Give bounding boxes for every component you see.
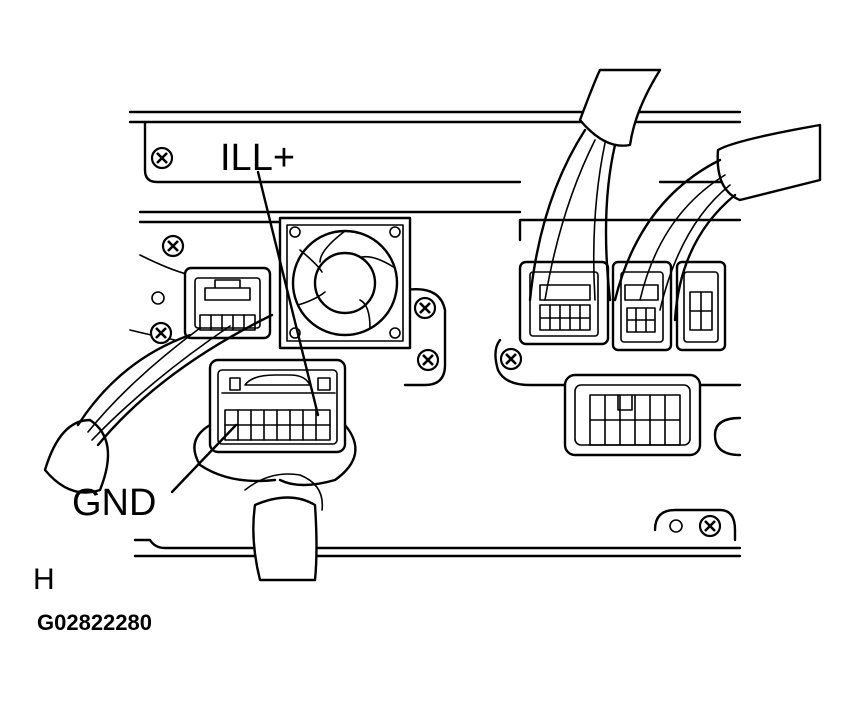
gnd-leader bbox=[170, 423, 238, 494]
connector-right-2 bbox=[611, 260, 673, 352]
connector-main bbox=[208, 358, 347, 454]
ill-plus-label: ILL+ bbox=[220, 137, 295, 179]
screw-fan-right bbox=[413, 296, 437, 320]
screw-fan-bottom bbox=[416, 348, 440, 372]
harness-top-right bbox=[528, 68, 822, 322]
connector-right-1 bbox=[518, 260, 610, 346]
screw-bottom-right bbox=[698, 514, 722, 538]
unit-chassis bbox=[128, 110, 742, 558]
harness-left bbox=[43, 313, 274, 494]
gnd-label: GND bbox=[72, 482, 156, 524]
screw-top-left bbox=[150, 146, 174, 170]
connector-bracket-right bbox=[494, 218, 742, 387]
ill-plus-leader bbox=[256, 170, 320, 417]
connector-right-3 bbox=[675, 260, 727, 352]
fan-icon bbox=[278, 216, 447, 387]
round-port bbox=[713, 416, 742, 457]
figure-code-label: G02822280 bbox=[37, 610, 152, 635]
screw-left-upper bbox=[161, 234, 185, 258]
connector-right-lower bbox=[563, 373, 702, 457]
hole-left bbox=[151, 291, 165, 305]
screw-left-lower bbox=[149, 321, 173, 345]
hole-bottom-right bbox=[669, 519, 683, 533]
view-letter-label: H bbox=[33, 563, 55, 596]
harness-main bbox=[193, 423, 357, 582]
screw-right-bracket bbox=[499, 347, 523, 371]
